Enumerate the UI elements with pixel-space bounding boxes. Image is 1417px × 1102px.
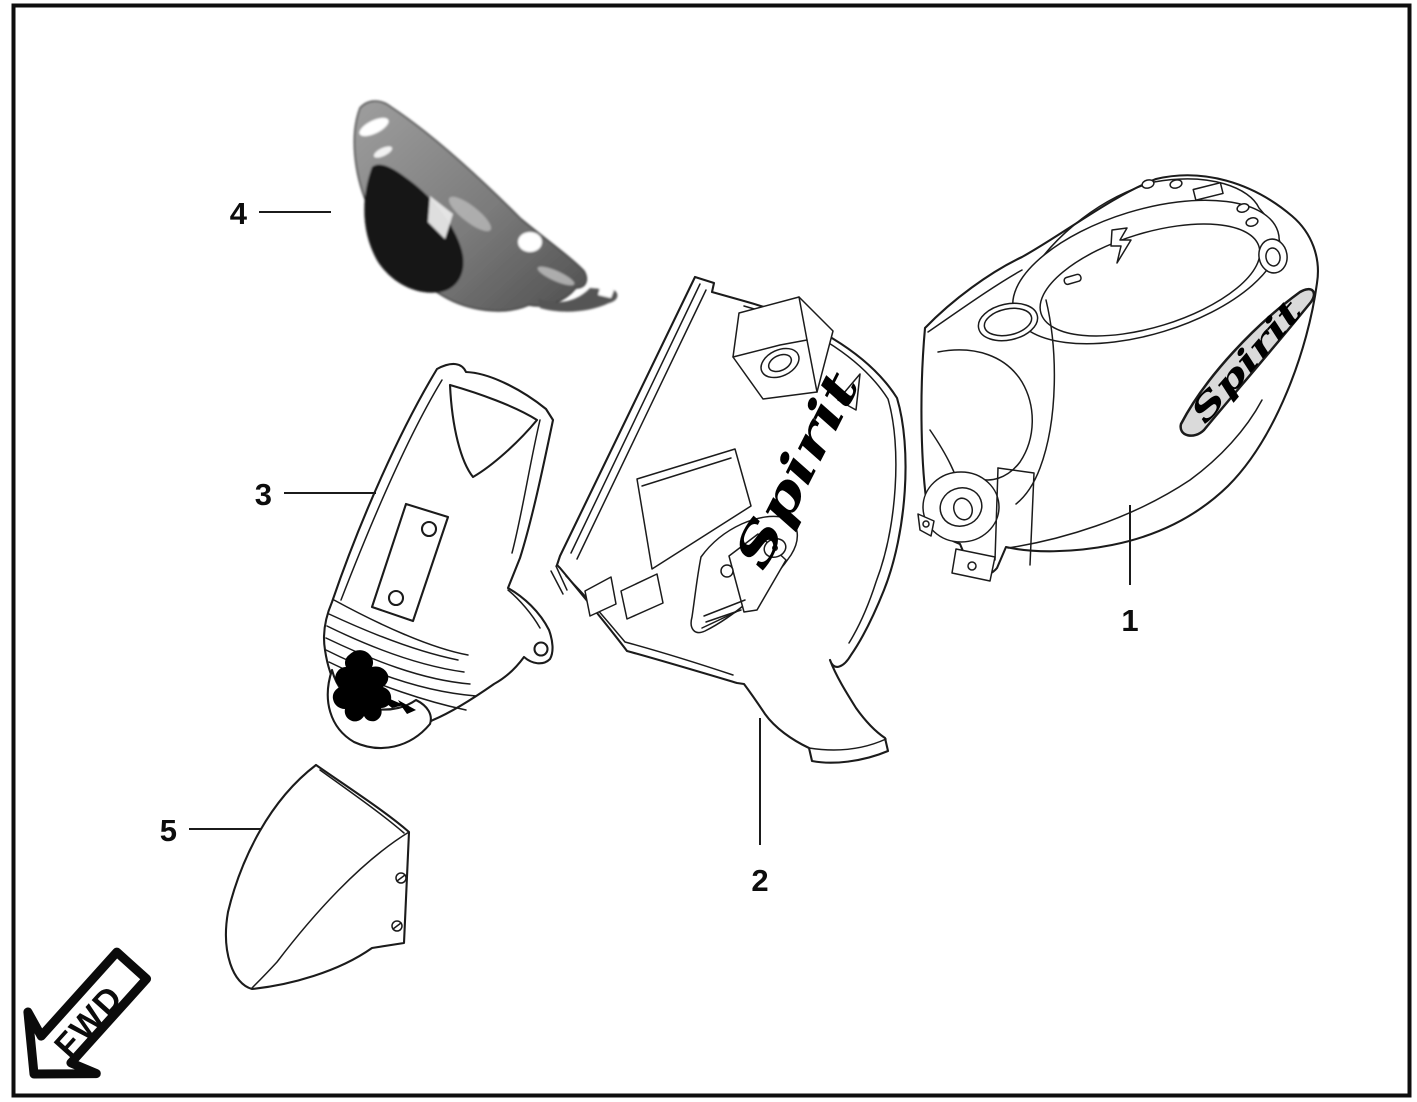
hub-plate-line-1	[997, 467, 1035, 566]
floor-step-left	[620, 573, 664, 620]
mount-hole-left	[359, 117, 389, 137]
steering-hole-inner	[767, 353, 793, 373]
edge-highlight	[537, 266, 575, 286]
side-tab-hole	[533, 641, 549, 657]
grille-rib-2	[326, 625, 465, 673]
lion-emblem-icon	[332, 650, 392, 722]
fender-ridge	[251, 831, 410, 989]
frame-inner-line-2	[576, 289, 707, 560]
top-hole-2	[1169, 179, 1183, 189]
opening-highlight	[428, 196, 453, 239]
body-seam-vertical	[1015, 299, 1056, 505]
body-seam-side	[1007, 399, 1263, 549]
top-hole-4	[1245, 217, 1259, 227]
right-edge-inner-line	[511, 419, 541, 554]
top-latch-slot	[1192, 182, 1224, 201]
part-2-leg-shield: Spirit	[550, 275, 907, 764]
box-side-wedge	[837, 373, 861, 411]
frame-edge-box	[584, 576, 617, 617]
callout-5: 5	[160, 813, 177, 848]
fork-line-2	[703, 599, 746, 617]
cover-tail	[538, 288, 618, 312]
latch-cylinder-hole	[772, 545, 778, 551]
steering-box-ridge-2	[732, 339, 808, 358]
grille-rib-4	[325, 649, 477, 697]
part-3-front-cover	[322, 363, 555, 749]
bottom-bracket-hole	[967, 561, 977, 571]
floor-plate-ridge	[641, 457, 732, 487]
seat-latch-bracket	[1110, 227, 1132, 264]
left-edge-inner-line	[340, 379, 443, 601]
top-hole-3	[1236, 203, 1250, 213]
part-1-rear-body-cover: Spirit	[917, 174, 1319, 582]
callout-4: 4	[230, 196, 248, 231]
frame-inner-line-1	[570, 283, 701, 554]
boot-base-line	[808, 738, 887, 751]
callouts: 1 2 3 4 5	[160, 196, 1139, 898]
side-grommet-inner	[1265, 247, 1281, 267]
seat-opening	[1039, 223, 1261, 337]
grille-top-edge	[333, 599, 469, 656]
front-strut-curve-1	[937, 349, 1033, 481]
fender-screw-bottom-slot	[392, 922, 402, 930]
callout-2: 2	[751, 863, 768, 898]
frame-corner-tick-1	[555, 565, 568, 591]
fwd-direction-marker: FWD	[23, 947, 152, 1079]
leg-shield-outline	[555, 275, 907, 764]
surface-highlight	[448, 196, 492, 232]
fender-outline	[224, 763, 411, 991]
part-4-handlebar-cover	[353, 100, 618, 312]
latch-ball-joint	[720, 564, 734, 578]
part-5-front-fender	[224, 763, 411, 991]
lion-emblem-tail	[368, 688, 416, 714]
mount-hole-right	[518, 232, 542, 252]
tail-notch	[598, 288, 614, 298]
left-bracket-hole	[922, 520, 930, 528]
callout-3: 3	[255, 477, 272, 512]
fwd-arrow-icon	[23, 947, 152, 1079]
top-hole-1	[1141, 179, 1155, 189]
plate-hole-bottom	[387, 589, 405, 607]
front-edge-inner	[927, 269, 1023, 333]
spirit-decal-swoosh	[1179, 287, 1316, 437]
fuel-cap-inner	[983, 307, 1033, 337]
fork-line-3	[701, 611, 737, 629]
grille-rib-1	[328, 613, 459, 661]
fender-top-inner	[319, 769, 405, 834]
plate-hole-top	[420, 520, 438, 538]
side-tab-line	[507, 589, 541, 629]
fender-screw-top-slot	[396, 874, 406, 882]
hub-plate-line-2	[994, 467, 999, 561]
page-border	[11, 3, 1412, 1098]
callout-1: 1	[1121, 603, 1138, 638]
hub-inner	[952, 497, 974, 521]
mount-slot-left	[373, 146, 393, 158]
grille-rib-3	[325, 637, 471, 685]
frame-corner-tick-2	[550, 570, 564, 595]
seat-hinge-rod	[1063, 273, 1082, 286]
headstock-recess	[448, 383, 539, 479]
headlight-opening	[364, 164, 464, 293]
